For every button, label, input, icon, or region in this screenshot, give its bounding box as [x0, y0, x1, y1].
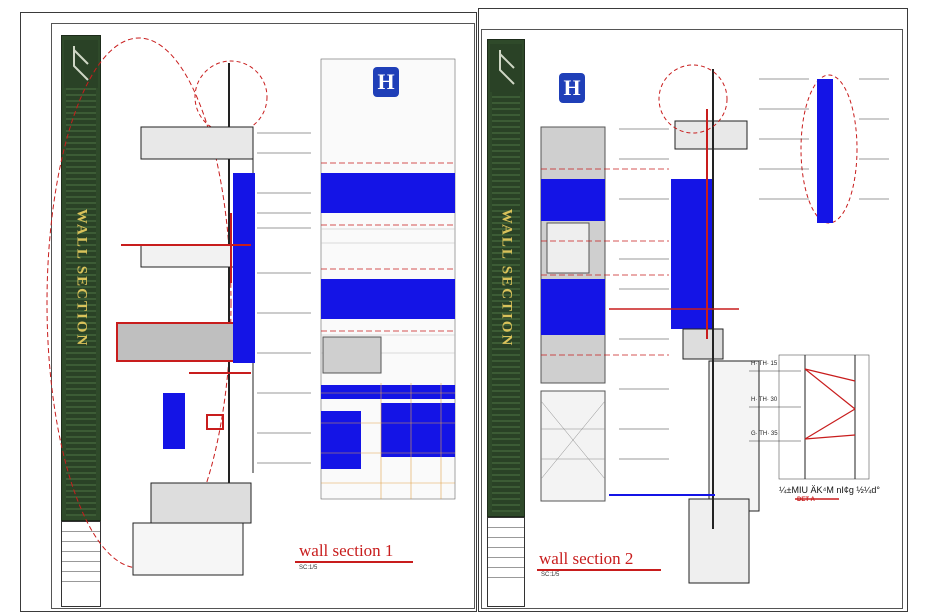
wall-section-drawing-1 — [46, 37, 456, 576]
title-strip-2: WALL SECTION — [487, 39, 525, 517]
drawing-sheet-1: WALL SECTION wall section 1 SC:1/5 — [20, 12, 477, 612]
tag-label-2: H· TH· 30 — [751, 397, 778, 403]
tag-label-1: H· TH· 15 — [751, 361, 778, 367]
tag-label-3: G· TH· 35 — [751, 431, 778, 437]
scale-label-1: SC:1/5 — [299, 565, 318, 571]
drawing-sheet-2: WALL SECTION wall section 2 SC:1/5 — [478, 8, 908, 612]
logo-letter: H — [563, 75, 581, 100]
title-strip-1: WALL SECTION — [61, 35, 101, 521]
north-arrow-icon — [64, 40, 98, 88]
bank-logo-icon: H — [559, 73, 585, 103]
north-arrow-icon — [490, 44, 522, 92]
section-title-1: wall section 1 — [299, 541, 394, 560]
wall-section-drawing-2 — [540, 64, 889, 584]
section-title-2: wall section 2 — [539, 549, 634, 568]
detail-caption: DET A — [797, 497, 815, 503]
detail-dimension: ¼±MIU ÄK⁴M nI¢g ½¼d° — [779, 485, 880, 495]
title-block-2 — [487, 517, 525, 607]
scale-label-2: SC:1/5 — [541, 572, 560, 578]
bank-logo-icon: H — [373, 67, 399, 97]
logo-letter: H — [377, 69, 395, 94]
